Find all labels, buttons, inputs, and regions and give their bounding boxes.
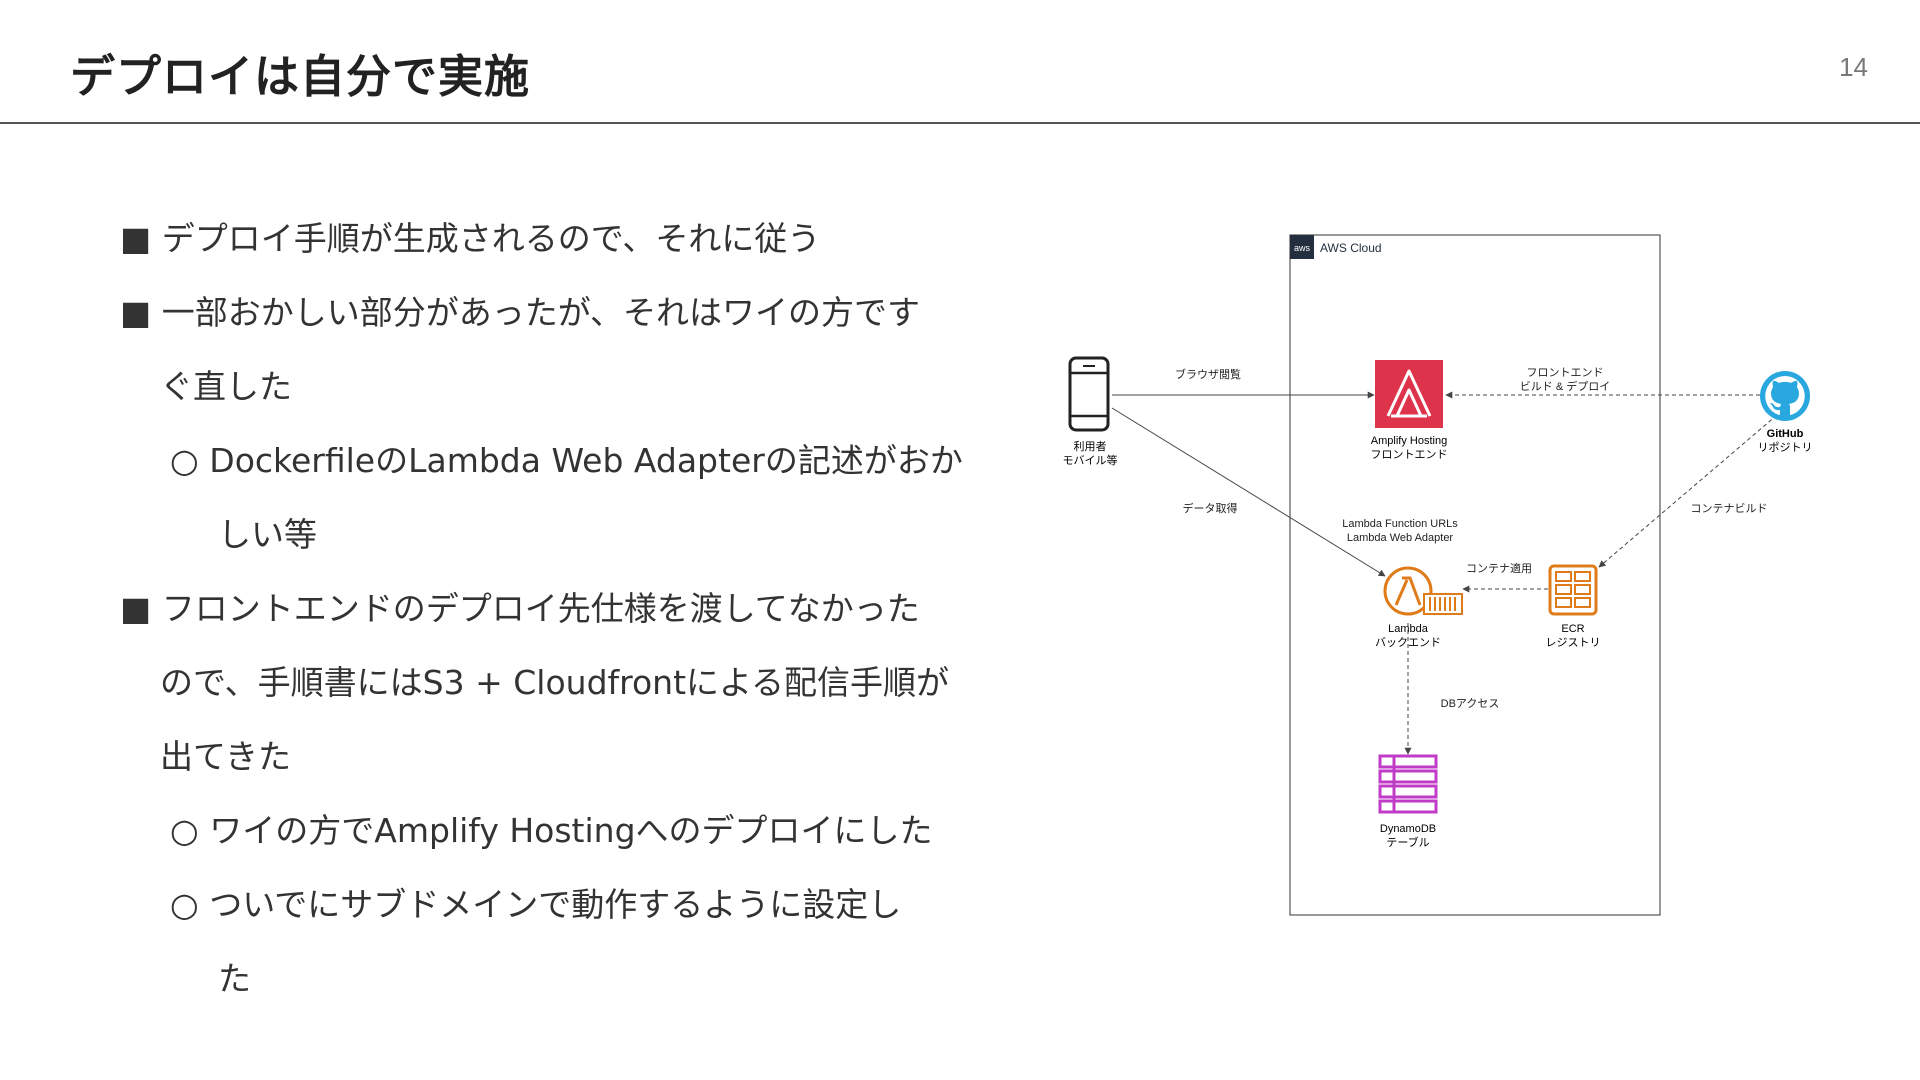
edge-container-build [1598, 414, 1778, 568]
edge-label-db-access: DBアクセス [1441, 697, 1500, 710]
edge-label-container-apply: コンテナ適用 [1466, 561, 1532, 575]
edge-labels: ブラウザ閲覧 フロントエンド ビルド & デプロイ データ取得 Lambda F… [1175, 367, 1768, 710]
list-item: ■ フロントエンドのデプロイ先仕様を渡してなかった [120, 582, 920, 630]
dynamodb-label: DynamoDB [1380, 823, 1436, 835]
bullet-text-continuation: た [218, 959, 251, 998]
bullet-text-continuation: ぐ直した [160, 367, 292, 406]
lambda-label: Lambda [1388, 623, 1429, 635]
square-bullet-icon: ■ [120, 293, 152, 332]
bullet-text: デプロイ手順が生成されるので、それに従う [161, 219, 821, 258]
bullet-text: DockerfileのLambda Web Adapterの記述がおか [209, 441, 963, 480]
bullet-text-continuation: 出てきた [160, 737, 292, 776]
aws-cloud-group: aws AWS Cloud [1289, 234, 1661, 916]
user-sublabel: モバイル等 [1063, 453, 1118, 467]
architecture-diagram: aws AWS Cloud ブラウザ閲覧 フロントエンド ビルド & デプロイ … [1063, 234, 1813, 916]
edge-label-function-urls: Lambda Function URLs [1342, 518, 1458, 530]
user-label: 利用者 [1074, 440, 1107, 453]
bullet-text-continuation: ので、手順書にはS3 + Cloudfrontによる配信手順が [160, 663, 950, 702]
edge-label-data-fetch: データ取得 [1183, 501, 1238, 515]
list-item: ■ 一部おかしい部分があったが、それはワイの方です [120, 286, 920, 334]
page-number: 14 [1839, 52, 1868, 82]
circle-bullet-icon: ○ [170, 441, 199, 480]
github-label: GitHub [1767, 428, 1804, 440]
lambda-icon [1383, 566, 1433, 616]
github-node: GitHub リポジトリ [1758, 371, 1813, 454]
edge-label-browse: ブラウザ閲覧 [1175, 367, 1241, 381]
slide-title: デプロイは自分で実施 [70, 50, 531, 103]
amplify-sublabel: フロントエンド [1371, 449, 1448, 461]
edges [1111, 391, 1778, 755]
lambda-sublabel: バックエンド [1375, 636, 1441, 649]
list-item: ○ DockerfileのLambda Web Adapterの記述がおか [170, 434, 963, 482]
ecr-node: ECR レジストリ [1546, 564, 1601, 649]
dynamodb-sublabel: テーブル [1386, 835, 1429, 849]
ecr-label: ECR [1561, 623, 1584, 635]
aws-cloud-label: AWS Cloud [1320, 241, 1382, 255]
edge-label-frontend-build: フロントエンド [1527, 367, 1604, 379]
bullet-text: フロントエンドのデプロイ先仕様を渡してなかった [161, 589, 920, 628]
amplify-label: Amplify Hosting [1371, 435, 1447, 447]
container-icon [1423, 593, 1463, 615]
dynamodb-node: DynamoDB テーブル [1378, 754, 1438, 849]
edge-data-fetch [1111, 407, 1386, 577]
circle-bullet-icon: ○ [170, 885, 199, 924]
edge-label-frontend-build-2: ビルド & デプロイ [1520, 379, 1610, 393]
aws-logo-icon [1290, 235, 1314, 259]
smartphone-icon [1068, 356, 1110, 432]
aws-logo-text: aws [1294, 243, 1311, 253]
list-item: ○ ついでにサブドメインで動作するように設定し [170, 878, 901, 926]
bullet-text: 一部おかしい部分があったが、それはワイの方です [161, 293, 921, 332]
edge-label-container-build: コンテナビルド [1691, 502, 1768, 515]
dynamodb-icon [1378, 754, 1438, 814]
user-node: 利用者 モバイル等 [1063, 356, 1118, 467]
lambda-node: Lambda バックエンド [1375, 566, 1463, 649]
title-divider [0, 122, 1920, 124]
bullet-text-continuation: しい等 [218, 515, 317, 554]
list-item: ■ デプロイ手順が生成されるので、それに従う [120, 212, 820, 260]
bullet-text: ワイの方でAmplify Hostingへのデプロイにした [209, 811, 933, 850]
list-item: ○ ワイの方でAmplify Hostingへのデプロイにした [170, 804, 933, 852]
circle-bullet-icon: ○ [170, 811, 199, 850]
ecr-icon [1548, 564, 1598, 616]
bullet-text: ついでにサブドメインで動作するように設定し [209, 885, 902, 924]
edge-label-web-adapter: Lambda Web Adapter [1347, 532, 1454, 544]
square-bullet-icon: ■ [120, 219, 152, 258]
ecr-sublabel: レジストリ [1546, 637, 1601, 649]
github-sublabel: リポジトリ [1758, 441, 1813, 454]
square-bullet-icon: ■ [120, 589, 152, 628]
amplify-node: Amplify Hosting フロントエンド [1371, 360, 1448, 461]
